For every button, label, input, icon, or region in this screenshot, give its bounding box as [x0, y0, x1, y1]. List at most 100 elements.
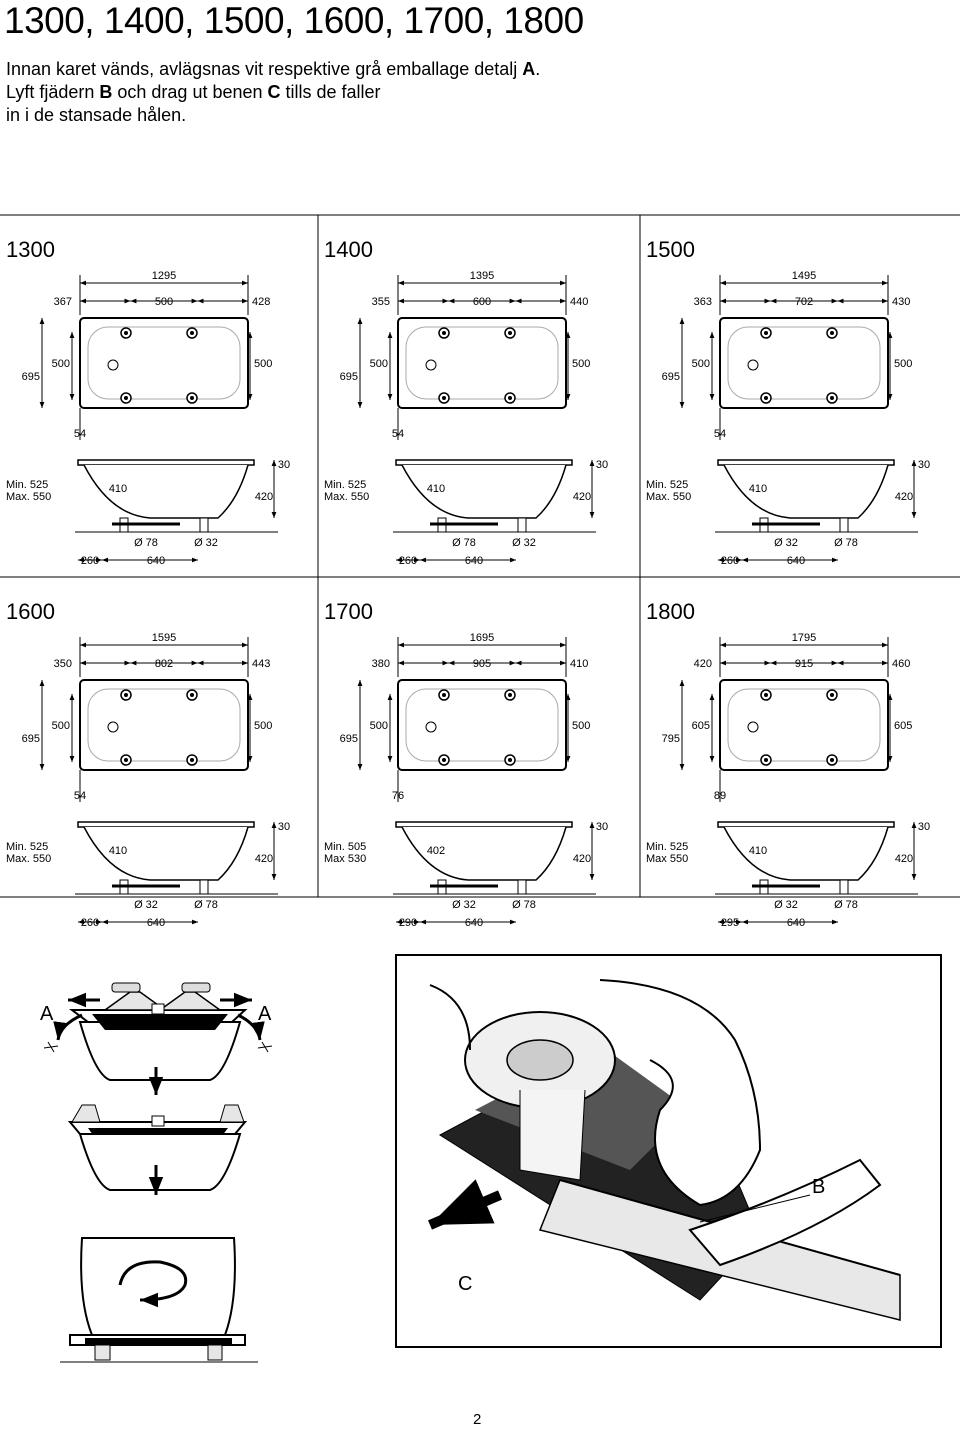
tub-side-profile — [401, 826, 567, 881]
dim-bottom-1: 290 — [399, 917, 417, 929]
dim-seg-3: 428 — [252, 296, 270, 308]
mount-hole-center — [830, 396, 834, 400]
dim-bottom-2: 640 — [147, 917, 165, 929]
dim-edge: 54 — [74, 790, 86, 802]
dim-height-right: 500 — [572, 358, 590, 370]
dim-min: Min. 525 — [646, 841, 688, 853]
dim-height-inner: 500 — [370, 358, 388, 370]
dim-bottom-2: 640 — [465, 917, 483, 929]
leg-icon — [517, 879, 527, 895]
mount-hole-center — [508, 693, 512, 697]
mount-hole-center — [442, 331, 446, 335]
mount-hole-center — [124, 331, 128, 335]
dim-edge: 76 — [392, 790, 404, 802]
tub-basin-outline — [727, 326, 881, 400]
dim-height-right: 500 — [894, 358, 912, 370]
dim-min: Min. 525 — [6, 841, 48, 853]
step1-tub-with-packaging — [43, 982, 273, 1081]
dim-seg-3: 443 — [252, 658, 270, 670]
dim-bottom-1: 295 — [721, 917, 739, 929]
intro-line1: Innan karet vänds, avlägsnas vit respekt… — [6, 59, 523, 79]
dim-height-left: 695 — [22, 733, 40, 745]
dim-max: Max. 550 — [6, 491, 51, 503]
dim-bottom-1: 260 — [81, 555, 99, 567]
dim-rim: 30 — [596, 459, 608, 471]
tub-model-title: 1300 — [6, 237, 55, 262]
label-c: C — [458, 1273, 472, 1295]
leg-icon — [199, 517, 209, 533]
dim-seg-3: 410 — [570, 658, 588, 670]
dim-bottom-2: 640 — [147, 555, 165, 567]
dim-height-left: 695 — [340, 733, 358, 745]
tub-model-title: 1600 — [6, 599, 55, 624]
dim-depth: 410 — [109, 845, 127, 857]
dim-diameter-1: Ø 32 — [134, 899, 158, 911]
dim-diameter-2: Ø 32 — [194, 537, 218, 549]
dim-min: Min. 525 — [646, 479, 688, 491]
intro-line2-mid: och drag ut benen — [112, 82, 268, 102]
mount-hole-center — [764, 396, 768, 400]
dim-height-inner: 500 — [52, 720, 70, 732]
dim-total: 1495 — [792, 270, 816, 282]
dim-bottom-1: 260 — [721, 555, 739, 567]
dim-seg-3: 460 — [892, 658, 910, 670]
dim-rim: 30 — [918, 821, 930, 833]
dim-max: Max. 550 — [646, 491, 691, 503]
leg-mechanism-detail — [428, 979, 901, 1321]
dim-diameter-1: Ø 32 — [774, 537, 798, 549]
mount-hole-center — [124, 758, 128, 762]
dim-total: 1695 — [470, 632, 494, 644]
leg-icon — [839, 879, 849, 895]
dim-total: 1595 — [152, 632, 176, 644]
dim-bottom-1: 260 — [81, 917, 99, 929]
dim-bottom-1: 260 — [399, 555, 417, 567]
dim-diameter-1: Ø 32 — [452, 899, 476, 911]
mount-hole-center — [442, 396, 446, 400]
dim-rim: 30 — [918, 459, 930, 471]
dim-bottom-2: 640 — [465, 555, 483, 567]
dim-height-right: 500 — [254, 358, 272, 370]
mount-hole-center — [124, 396, 128, 400]
dim-right-height: 420 — [573, 853, 591, 865]
leg-icon — [517, 517, 527, 533]
dim-edge: 54 — [714, 428, 726, 440]
label-a-right: A — [258, 1003, 272, 1025]
dim-rim: 30 — [596, 821, 608, 833]
dim-seg-1: 355 — [372, 296, 390, 308]
tub-basin-outline — [405, 688, 559, 762]
dim-diameter-1: Ø 78 — [134, 537, 158, 549]
mount-hole-center — [508, 396, 512, 400]
dim-depth: 410 — [109, 483, 127, 495]
dim-diameter-2: Ø 78 — [834, 899, 858, 911]
dim-height-left: 795 — [662, 733, 680, 745]
dim-seg-1: 350 — [54, 658, 72, 670]
dim-bottom-2: 640 — [787, 917, 805, 929]
dim-height-left: 695 — [662, 371, 680, 383]
dim-seg-1: 380 — [372, 658, 390, 670]
dim-total: 1395 — [470, 270, 494, 282]
dim-right-height: 420 — [255, 491, 273, 503]
tub-basin-outline — [87, 688, 241, 762]
intro-text: Innan karet vänds, avlägsnas vit respekt… — [6, 58, 626, 127]
dim-seg-2: 702 — [795, 296, 813, 308]
dim-min: Min. 525 — [6, 479, 48, 491]
drain-icon — [425, 721, 437, 733]
dim-right-height: 420 — [255, 853, 273, 865]
dim-max: Max. 550 — [324, 491, 369, 503]
dim-height-left: 695 — [340, 371, 358, 383]
dim-rim: 30 — [278, 459, 290, 471]
dim-seg-2: 600 — [473, 296, 491, 308]
dim-seg-1: 420 — [694, 658, 712, 670]
dim-min: Min. 505 — [324, 841, 366, 853]
step3-tub-flipped — [60, 1237, 258, 1363]
dim-min: Min. 525 — [324, 479, 366, 491]
dim-seg-2: 802 — [155, 658, 173, 670]
tub-side-profile — [723, 464, 889, 519]
dim-diameter-2: Ø 78 — [194, 899, 218, 911]
